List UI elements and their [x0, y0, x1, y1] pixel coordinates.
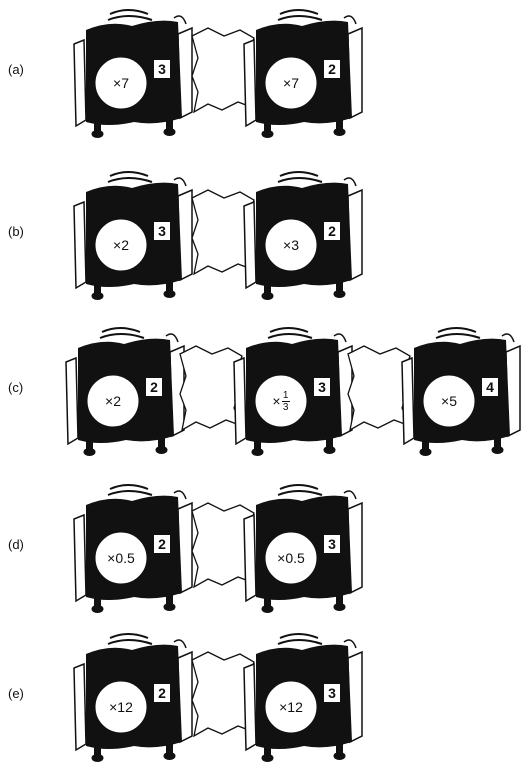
- machine-counter: 3: [152, 220, 172, 242]
- machine-operation: ×12: [279, 699, 303, 715]
- counter-cap: [146, 371, 162, 374]
- machine-body-icon: [73, 633, 193, 762]
- counter-cap: [154, 677, 170, 680]
- row-b: (b) ×2 3 ×3 2: [0, 162, 526, 312]
- counter-cap: [324, 677, 340, 680]
- machine-operation: ×5: [441, 393, 457, 409]
- machine-operation: ×0.5: [107, 550, 135, 566]
- counter-cap: [154, 528, 170, 531]
- machine-body-icon: [73, 171, 193, 300]
- machine-operation: × 1 3: [258, 378, 304, 424]
- machine-operation: ×3: [283, 237, 299, 253]
- operation-prefix: ×: [272, 393, 281, 409]
- machine-body-icon: [243, 633, 363, 762]
- fraction-numerator: 1: [282, 389, 289, 401]
- fraction-denominator: 3: [282, 401, 289, 413]
- machine-counter: 2: [152, 533, 172, 555]
- machine-body-icon: [243, 484, 363, 613]
- counter-cap: [154, 215, 170, 218]
- machine-operation: ×2: [113, 237, 129, 253]
- counter-cap: [324, 528, 340, 531]
- machine: ×7 2: [240, 0, 368, 142]
- machine: ×12 3: [240, 624, 368, 766]
- row-label: (a): [8, 62, 24, 77]
- machine-counter: 3: [322, 533, 342, 555]
- fraction-bar: [281, 400, 290, 402]
- machine: ×12 2: [70, 624, 198, 766]
- row-label: (c): [8, 380, 24, 395]
- machine-body-icon: [73, 9, 193, 138]
- counter-cap: [154, 53, 170, 56]
- machine-operation: ×0.5: [277, 550, 305, 566]
- machine-body-icon: [243, 9, 363, 138]
- machine-body-icon: [243, 171, 363, 300]
- row-label: (e): [8, 686, 24, 701]
- row-c: (c) ×2 2 × 1 3 3 ×5 4: [0, 318, 526, 468]
- machine-operation: ×7: [113, 75, 129, 91]
- machine: ×0.5 2: [70, 475, 198, 617]
- counter-cap: [314, 371, 330, 374]
- machine-body-icon: [401, 327, 521, 456]
- counter-cap: [482, 371, 498, 374]
- row-d: (d) ×0.5 2 ×0.5 3: [0, 475, 526, 625]
- machine-body-icon: [233, 327, 353, 456]
- machine: ×2 2: [62, 318, 190, 460]
- machine-counter: 2: [322, 220, 342, 242]
- machine-counter: 2: [322, 58, 342, 80]
- row-a: (a) ×7 3 ×7 2: [0, 0, 526, 150]
- row-e: (e) ×12 2 ×12 3: [0, 624, 526, 774]
- machine: ×3 2: [240, 162, 368, 304]
- row-label: (d): [8, 537, 24, 552]
- machine: × 1 3 3: [230, 318, 358, 460]
- counter-cap: [324, 215, 340, 218]
- row-label: (b): [8, 224, 24, 239]
- counter-cap: [324, 53, 340, 56]
- machine-counter: 3: [322, 682, 342, 704]
- fraction: 1 3: [281, 389, 290, 413]
- machine: ×0.5 3: [240, 475, 368, 617]
- machine-counter: 3: [312, 376, 332, 398]
- machine: ×2 3: [70, 162, 198, 304]
- machine-counter: 2: [144, 376, 164, 398]
- machine-operation: ×12: [109, 699, 133, 715]
- machine: ×7 3: [70, 0, 198, 142]
- machine-body-icon: [65, 327, 185, 456]
- machine: ×5 4: [398, 318, 526, 460]
- machine-operation: ×2: [105, 393, 121, 409]
- machine-counter: 4: [480, 376, 500, 398]
- machine-counter: 3: [152, 58, 172, 80]
- machine-body-icon: [73, 484, 193, 613]
- machine-operation: ×7: [283, 75, 299, 91]
- machine-counter: 2: [152, 682, 172, 704]
